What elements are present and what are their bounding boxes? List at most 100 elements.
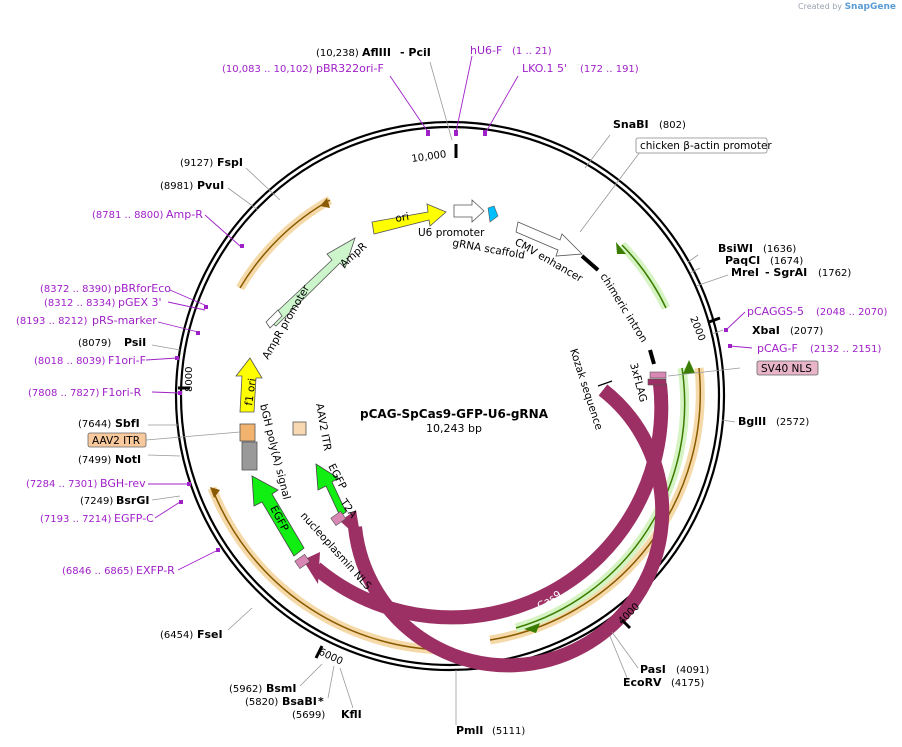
primer-range: (6846 .. 6865) (62, 566, 134, 577)
ampr-promoter-arrow (265, 309, 283, 329)
aav2-itr-box-label: AAV2 ITR (92, 435, 140, 447)
site-name: PsiI (124, 336, 146, 349)
aav2-itr-label: AAV2 ITR (313, 402, 333, 451)
site-name: BsaBI (282, 695, 317, 708)
primer-name: pBR322ori-F (316, 62, 384, 75)
green-orf-line (515, 367, 686, 629)
primer-range: (10,083 .. 10,102) (222, 64, 313, 75)
primer-name: BGH-rev (100, 477, 146, 490)
chimeric-intron-bar (648, 349, 656, 365)
primer-range: (2132 .. 2151) (810, 344, 882, 355)
primer-name: EXFP-R (136, 564, 175, 577)
aav2-itr-small (292, 421, 307, 436)
cba-promoter-bar (580, 254, 600, 272)
ori-arrow (371, 203, 447, 235)
upper-orange-arrowhead (320, 198, 330, 208)
green-arrowhead-bottom (524, 623, 540, 633)
plasmid-size: 10,243 bp (426, 422, 482, 435)
nls-marker (294, 553, 311, 569)
site-coord: (5699) (292, 710, 325, 721)
chimeric-orf-line (621, 244, 667, 309)
tick-6000 (314, 645, 324, 659)
t2a-marker (330, 510, 347, 526)
flag-label: 3xFLAG (627, 362, 649, 404)
primer-range: (8018 .. 8039) (34, 356, 106, 367)
f1-ori-arrow (235, 357, 263, 413)
tick-label-6000: 6000 (317, 647, 345, 668)
primer-name: F1ori-R (102, 386, 142, 399)
site-name: FspI (217, 156, 243, 169)
primer-range: (8312 .. 8334) (44, 298, 116, 309)
site-name: FseI (197, 628, 223, 641)
site-extra: - PciI (400, 46, 431, 59)
site-coord: (10,238) (316, 48, 359, 59)
site-name: NotI (115, 453, 141, 466)
outer-orf-line (489, 367, 702, 641)
primer-name: pCAGGS-5 (747, 305, 804, 318)
primers: hU6-F (1 .. 21) LKO.1 5' (172 .. 191) (1… (16, 44, 888, 577)
restriction-sites: (10,238) AflIII - PciI SnaBI (802) BsiWI… (78, 46, 851, 737)
site-coord: (8079) (78, 338, 111, 349)
chimeric-orf-band (618, 241, 671, 310)
primer-name: EGFP-C (114, 512, 154, 525)
tick-label-2000: 2000 (687, 315, 707, 343)
backbone-inner (179, 125, 721, 667)
primer-range: (8193 .. 8212) (16, 316, 88, 327)
primer-name: F1ori-F (108, 354, 146, 367)
site-coord: (1636) (763, 244, 796, 255)
site-name: EcoRV (623, 676, 662, 689)
primer-range: (172 .. 191) (580, 64, 639, 75)
primer-name: pRS-marker (92, 314, 157, 327)
primer-range: (7808 .. 7827) (28, 388, 100, 399)
site-name: XbaI (752, 324, 780, 337)
site-coord: (1762) (818, 268, 851, 279)
site-coord: (6454) (160, 630, 193, 641)
site-name: KflI (341, 708, 362, 721)
u6-promoter-label: U6 promoter (418, 227, 485, 239)
site-coord: (7249) (80, 496, 113, 507)
egfp-inner-arrow (315, 463, 347, 517)
site-leader-lines (145, 61, 741, 725)
primer-range: (1 .. 21) (512, 46, 552, 57)
site-name: BsiWI (718, 242, 753, 255)
site-coord: (802) (659, 120, 686, 131)
primer-name: LKO.1 5' (522, 62, 567, 75)
sv40-nls-label: SV40 NLS (761, 363, 812, 375)
site-name: PvuI (197, 179, 224, 192)
lower-orange-arrowhead (210, 487, 220, 498)
grna-scaffold-block (487, 205, 499, 223)
sv40-nls-box (756, 360, 819, 376)
lower-orf-line (211, 487, 446, 651)
site-name: SbfI (115, 417, 140, 430)
chimeric-arrowhead (616, 242, 626, 254)
site-coord: (7499) (78, 455, 111, 466)
primer-name: hU6-F (470, 44, 502, 57)
primer-name: Amp-R (166, 208, 203, 221)
cas9-outer-arc (311, 383, 669, 625)
site-coord: (4175) (671, 678, 704, 689)
site-extra: - SgrAI (765, 266, 807, 279)
primer-name: pCAG-F (757, 342, 798, 355)
site-name: AflIII (362, 46, 391, 59)
primer-leader-lines (145, 55, 753, 571)
egfp-outer-label: EGFP (267, 504, 290, 534)
site-coord: (2077) (790, 326, 823, 337)
kozak-label: Kozak sequence (567, 347, 605, 431)
grna-scaffold-label: gRNA scaffold (451, 237, 525, 262)
plasmid-name: pCAG-SpCas9-GFP-U6-gRNA (360, 407, 549, 421)
site-coord: (2572) (776, 417, 809, 428)
cmv-enhancer-arrow (515, 221, 583, 257)
site-name: PmlI (456, 724, 483, 737)
tick-2000 (708, 316, 721, 324)
tick-label-10000: 10,000 (411, 149, 447, 165)
site-coord: (4091) (676, 665, 709, 676)
feature-labels: ori U6 promoter gRNA scaffold CMV enhanc… (243, 211, 650, 593)
cba-promoter-box (635, 137, 768, 154)
site-coord: (7644) (78, 419, 111, 430)
tick-label-8000: 8000 (184, 367, 195, 392)
u6-promoter-arrow (453, 199, 485, 223)
ampr-arrow (267, 237, 356, 327)
primer-name: pBRforEco (114, 282, 171, 295)
site-coord: (5111) (492, 726, 525, 737)
